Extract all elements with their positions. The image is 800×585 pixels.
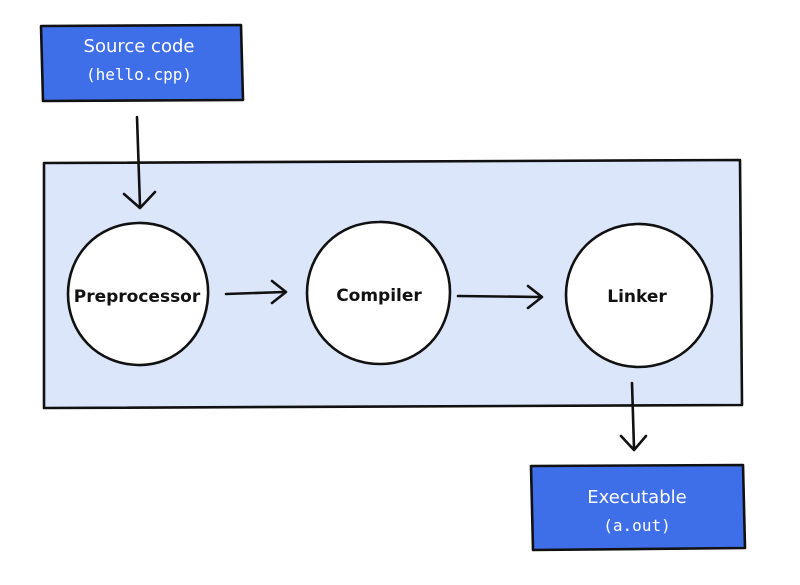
linker-node: Linker [564, 222, 714, 369]
compiler-node: Compiler [305, 220, 452, 366]
executable-box: Executable (a.out) [529, 463, 747, 552]
source-code-box: Source code (hello.cpp) [39, 23, 245, 103]
executable-title: Executable [587, 487, 686, 508]
preprocessor-node: Preprocessor [66, 221, 210, 367]
preprocessor-label: Preprocessor [74, 287, 201, 307]
source-code-filename: (hello.cpp) [86, 65, 192, 84]
linker-label: Linker [607, 287, 667, 307]
compiler-label: Compiler [336, 286, 422, 306]
executable-filename: (a.out) [603, 516, 670, 535]
arrow-source-to-preprocessor [122, 115, 157, 210]
arrow-preprocessor-to-compiler [224, 279, 288, 305]
arrow-compiler-to-linker [456, 284, 544, 310]
arrow-linker-to-executable [619, 381, 648, 452]
source-code-title: Source code [84, 36, 195, 57]
